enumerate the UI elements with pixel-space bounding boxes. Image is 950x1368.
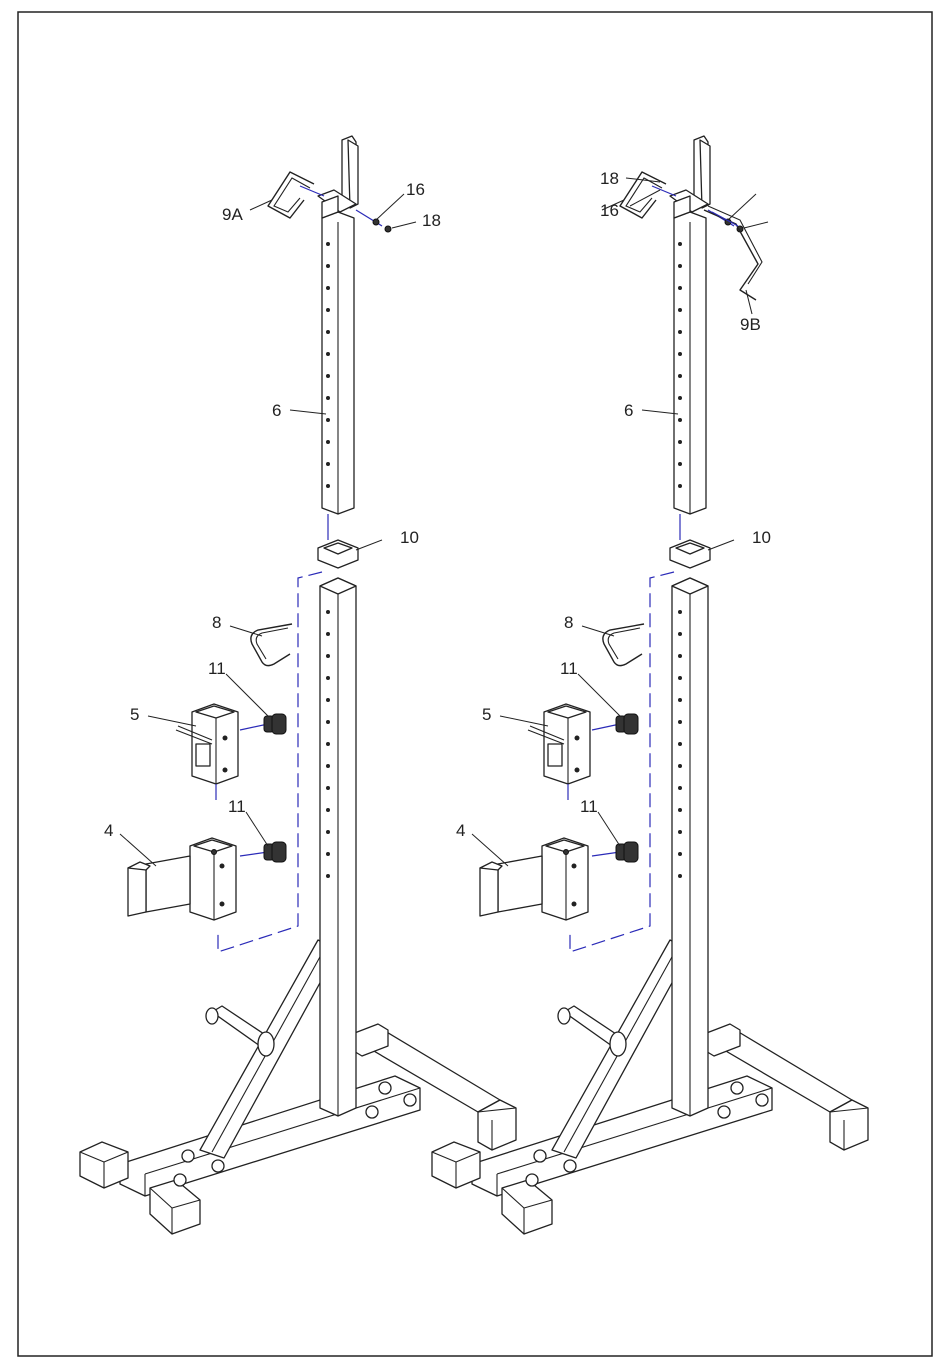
label-bolt-16-left: 16	[406, 180, 425, 199]
label-pin-8-left: 8	[212, 613, 221, 632]
label-spotter-arm-4-right: 4	[456, 821, 465, 840]
label-bracket-5-right: 5	[482, 705, 491, 724]
label-nut-18-left: 18	[422, 211, 441, 230]
label-bracket-5-left: 5	[130, 705, 139, 724]
label-knob-11-upper-right: 11	[560, 659, 578, 678]
label-bushing-10-left: 10	[400, 528, 419, 547]
left-stand	[80, 136, 516, 1234]
label-knob-11-lower-left: 11	[228, 797, 246, 816]
label-bolt-16-right: 16	[600, 201, 619, 220]
right-stand	[432, 136, 868, 1234]
label-arm-9a: 9A	[222, 205, 243, 224]
label-knob-11-lower-right: 11	[580, 797, 598, 816]
label-pin-8-right: 8	[564, 613, 573, 632]
label-bushing-10-right: 10	[752, 528, 771, 547]
label-spotter-arm-4-left: 4	[104, 821, 113, 840]
label-upper-tube-6-left: 6	[272, 401, 281, 420]
label-upper-tube-6-right: 6	[624, 401, 633, 420]
label-knob-11-upper-left: 11	[208, 659, 226, 678]
label-arm-9b: 9B	[740, 315, 761, 334]
label-nut-18-right: 18	[600, 169, 619, 188]
